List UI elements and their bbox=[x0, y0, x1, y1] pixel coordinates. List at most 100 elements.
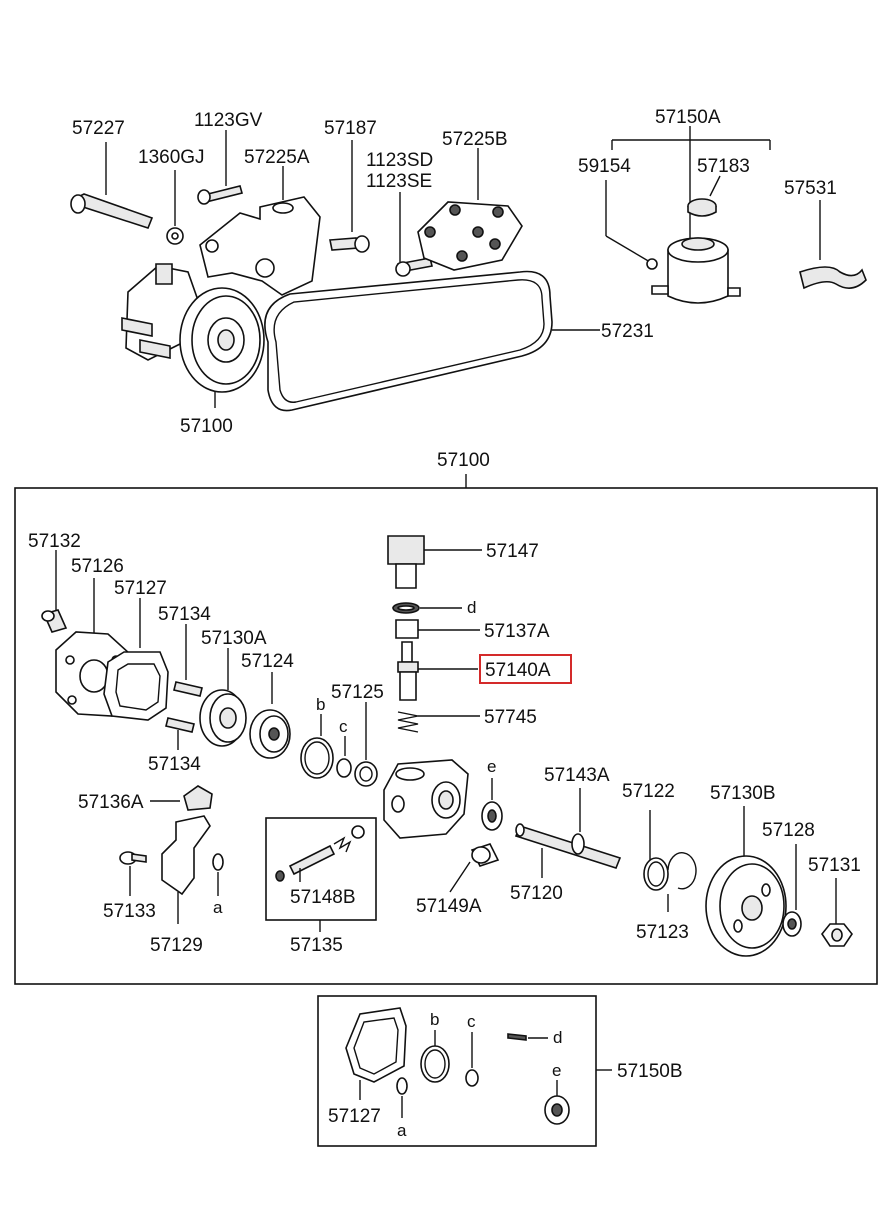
part-57134-pin-upper[interactable] bbox=[173, 624, 203, 697]
label-57231[interactable]: 57231 bbox=[601, 321, 654, 342]
label-57225A[interactable]: 57225A bbox=[244, 147, 310, 168]
part-57187-bolt[interactable] bbox=[329, 140, 370, 253]
part-57147-fitting[interactable] bbox=[387, 535, 482, 589]
kit-letter-e: e bbox=[552, 1061, 561, 1080]
label-57133[interactable]: 57133 bbox=[103, 901, 156, 922]
label-57122[interactable]: 57122 bbox=[622, 781, 675, 802]
label-57149A[interactable]: 57149A bbox=[416, 896, 482, 917]
label-57140A[interactable]: 57140A bbox=[485, 660, 551, 681]
part-57531-hose[interactable] bbox=[799, 200, 867, 290]
label-59154[interactable]: 59154 bbox=[578, 156, 631, 177]
part-d-o-ring[interactable] bbox=[392, 602, 462, 614]
part-57231-belt[interactable] bbox=[264, 270, 600, 412]
part-57129-pipe[interactable] bbox=[161, 815, 211, 924]
label-57129[interactable]: 57129 bbox=[150, 935, 203, 956]
label-57136A[interactable]: 57136A bbox=[78, 792, 144, 813]
kit-box-title: 57150B bbox=[617, 1061, 683, 1082]
part-a-o-ring[interactable] bbox=[212, 853, 224, 896]
part-57225A-bracket[interactable] bbox=[199, 166, 321, 296]
label-1123SD[interactable]: 1123SD bbox=[366, 150, 433, 171]
part-57123-retainer[interactable] bbox=[667, 852, 697, 912]
kit-part-a-o-ring[interactable] bbox=[396, 1077, 408, 1118]
label-57225B[interactable]: 57225B bbox=[442, 129, 508, 150]
label-57131[interactable]: 57131 bbox=[808, 855, 861, 876]
kit-letter-c: c bbox=[467, 1012, 476, 1031]
part-59154-clamp[interactable] bbox=[605, 180, 658, 270]
part-57143A-shaft[interactable] bbox=[514, 788, 622, 869]
label-1360GJ[interactable]: 1360GJ bbox=[138, 147, 205, 168]
part-57150A-reservoir[interactable] bbox=[611, 126, 771, 304]
label-57183[interactable]: 57183 bbox=[697, 156, 750, 177]
part-57136A-connector[interactable] bbox=[150, 785, 213, 811]
part-pump-body[interactable] bbox=[383, 759, 469, 839]
letter-d-pump: d bbox=[467, 598, 476, 617]
part-57225B-plate[interactable] bbox=[417, 148, 523, 271]
kit-part-d-o-ring[interactable] bbox=[507, 1033, 548, 1041]
label-57135[interactable]: 57135 bbox=[290, 935, 343, 956]
label-57137A[interactable]: 57137A bbox=[484, 621, 550, 642]
part-e-seal[interactable] bbox=[481, 778, 503, 831]
part-57132-bolt[interactable] bbox=[41, 550, 68, 633]
part-57134-pin-lower[interactable] bbox=[165, 717, 195, 750]
label-57134-upper[interactable]: 57134 bbox=[158, 604, 211, 625]
part-1123GV-bolt[interactable] bbox=[197, 130, 243, 205]
part-57135-valve-kit[interactable] bbox=[265, 817, 377, 932]
part-57227-bolt[interactable] bbox=[70, 142, 154, 229]
label-57130B[interactable]: 57130B bbox=[710, 783, 776, 804]
letter-a-pump: a bbox=[213, 898, 223, 917]
part-1123SD-bolt[interactable] bbox=[395, 192, 433, 277]
part-57122-snap-ring[interactable] bbox=[643, 810, 669, 891]
kit-part-b-o-ring[interactable] bbox=[420, 1030, 450, 1083]
kit-letter-a: a bbox=[397, 1121, 407, 1140]
label-57128[interactable]: 57128 bbox=[762, 820, 815, 841]
kit-part-c-seal[interactable] bbox=[465, 1032, 479, 1087]
label-57147[interactable]: 57147 bbox=[486, 541, 539, 562]
letter-c-pump: c bbox=[339, 717, 348, 736]
part-57125-bushing[interactable] bbox=[354, 702, 378, 787]
part-57137A-plug[interactable] bbox=[395, 619, 480, 639]
kit-part-e-seal[interactable] bbox=[544, 1080, 570, 1125]
part-57127-gasket[interactable] bbox=[103, 598, 169, 721]
part-57745-spring[interactable] bbox=[397, 711, 480, 733]
label-57127[interactable]: 57127 bbox=[114, 578, 167, 599]
part-57100-pump-assembly[interactable] bbox=[121, 263, 265, 408]
label-1123SE[interactable]: 1123SE bbox=[366, 171, 432, 192]
label-57126[interactable]: 57126 bbox=[71, 556, 124, 577]
kit-part-57127-gasket[interactable] bbox=[345, 1007, 407, 1100]
label-57150A[interactable]: 57150A bbox=[655, 107, 721, 128]
kit-label-57127[interactable]: 57127 bbox=[328, 1106, 381, 1127]
highlight-box-57140A bbox=[479, 654, 572, 684]
part-57149A-bushing[interactable] bbox=[449, 843, 500, 893]
pump-box-frame bbox=[14, 487, 878, 985]
label-57120[interactable]: 57120 bbox=[510, 883, 563, 904]
part-57140A-valve[interactable] bbox=[397, 641, 478, 701]
kit-letter-d: d bbox=[553, 1028, 562, 1047]
letter-b-pump: b bbox=[316, 695, 325, 714]
label-57132[interactable]: 57132 bbox=[28, 531, 81, 552]
kit-box-frame bbox=[317, 995, 597, 1147]
pump-exploded-view: 57100 57132 57126 57127 bbox=[14, 450, 878, 985]
part-b-o-ring[interactable] bbox=[300, 714, 334, 779]
label-57531[interactable]: 57531 bbox=[784, 178, 837, 199]
label-57100-top[interactable]: 57100 bbox=[180, 416, 233, 437]
label-57143A[interactable]: 57143A bbox=[544, 765, 610, 786]
part-57133-bolt[interactable] bbox=[119, 851, 147, 896]
part-57124-rotor[interactable] bbox=[249, 672, 291, 759]
label-57130A[interactable]: 57130A bbox=[201, 628, 267, 649]
part-57130A-cam-ring[interactable] bbox=[199, 648, 247, 747]
label-57134-lower[interactable]: 57134 bbox=[148, 754, 201, 775]
part-57128-washer[interactable] bbox=[782, 844, 802, 937]
part-57130B-pulley[interactable] bbox=[705, 806, 787, 957]
part-57131-nut[interactable] bbox=[821, 878, 853, 947]
label-57123[interactable]: 57123 bbox=[636, 922, 689, 943]
label-1123GV[interactable]: 1123GV bbox=[194, 110, 263, 131]
part-1360GJ-washer[interactable] bbox=[166, 170, 184, 245]
part-57183-cap[interactable] bbox=[687, 175, 721, 217]
label-57187[interactable]: 57187 bbox=[324, 118, 377, 139]
label-57148B[interactable]: 57148B bbox=[290, 887, 356, 908]
label-57745[interactable]: 57745 bbox=[484, 707, 537, 728]
label-57125[interactable]: 57125 bbox=[331, 682, 384, 703]
label-57227[interactable]: 57227 bbox=[72, 118, 125, 139]
part-c-seal[interactable] bbox=[336, 736, 352, 778]
label-57124[interactable]: 57124 bbox=[241, 651, 294, 672]
